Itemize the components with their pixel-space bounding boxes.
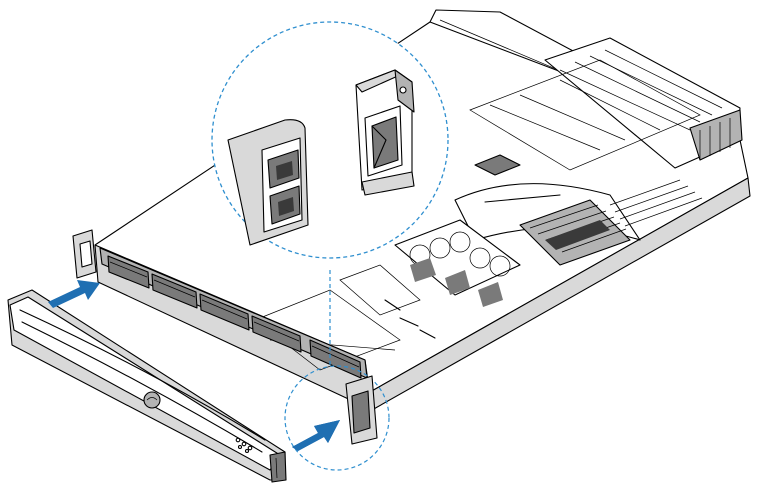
motherboard (454, 59, 703, 266)
bezel-end-closeup (227, 119, 309, 246)
heatsink (519, 199, 631, 266)
pci-riser (544, 37, 743, 169)
fan-bank (394, 219, 521, 307)
handle-detail-callout (284, 365, 390, 471)
left-rack-handle (72, 229, 97, 279)
front-bezel (7, 289, 287, 483)
bezel-indicator-lights (235, 437, 253, 454)
latch-detail-callout (211, 21, 449, 365)
arrow-right-icon (48, 280, 100, 308)
latch-bracket-closeup (355, 69, 415, 196)
drive-bays (99, 247, 368, 379)
bezel-logo-icon (143, 391, 161, 409)
drive-cage-area (254, 264, 436, 371)
